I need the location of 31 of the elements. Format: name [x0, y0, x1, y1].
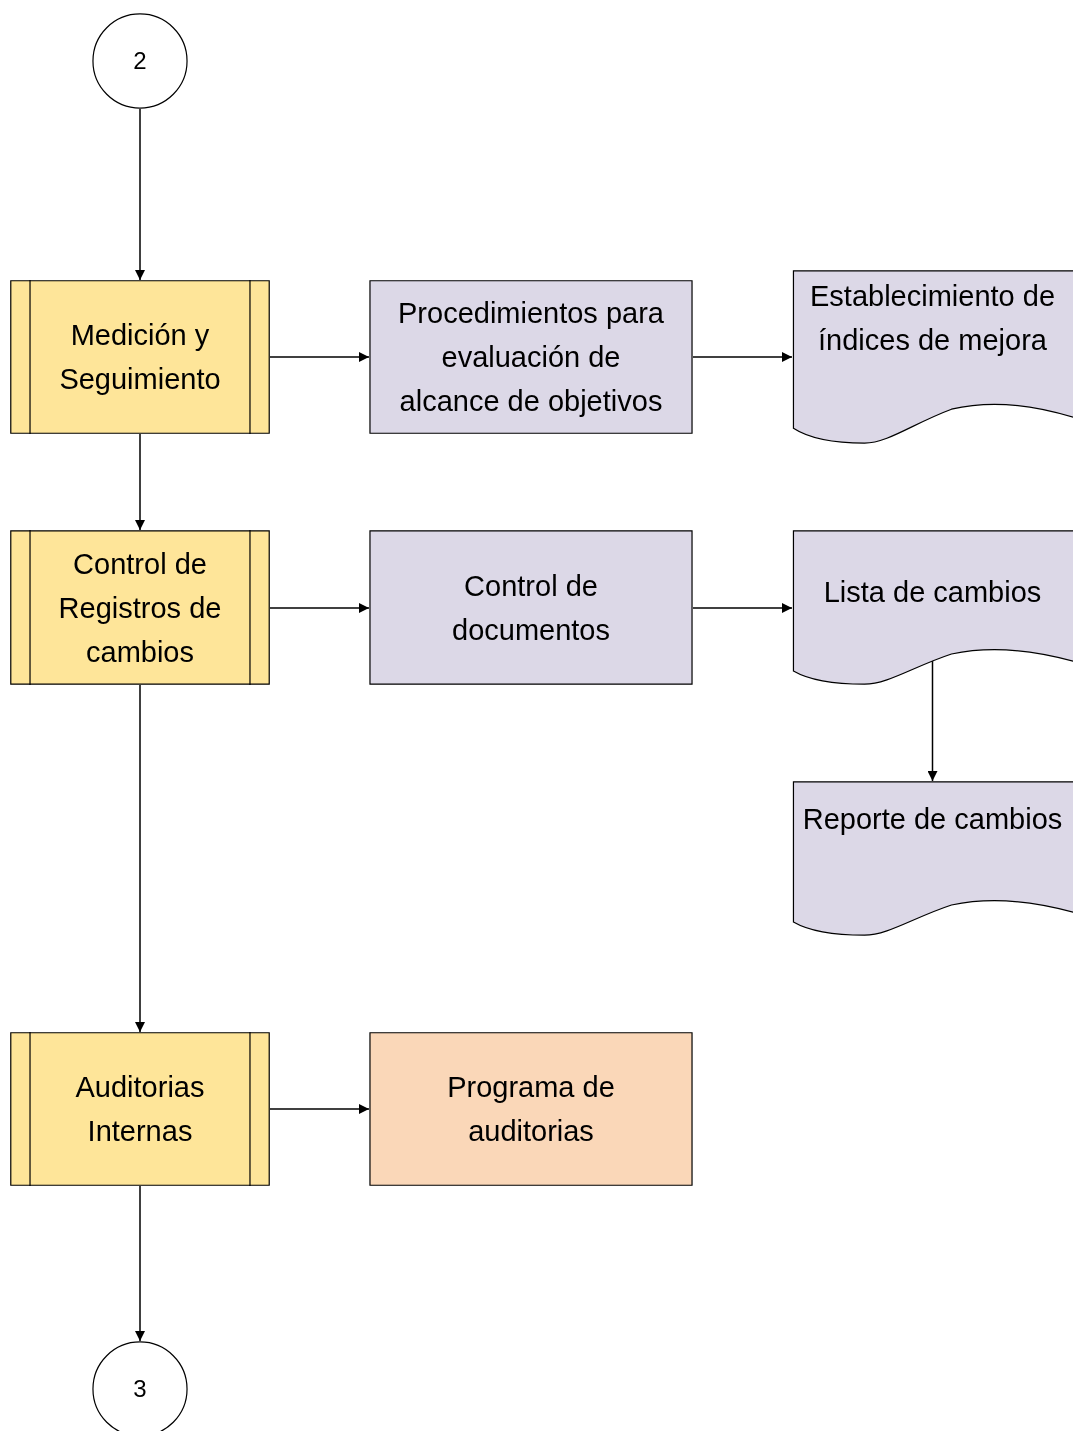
arrow	[135, 433, 145, 531]
document-shape	[792, 270, 1073, 444]
node-label: Control de Registros de cambios	[57, 546, 223, 670]
node-label: Procedimientos para evaluación de alcance de objetivos	[397, 296, 665, 419]
arrow	[135, 1185, 145, 1342]
document-shape	[792, 781, 1073, 936]
process-box	[369, 280, 693, 434]
connector-number: 3	[133, 1374, 147, 1404]
node-label: Establecimiento de índices de mejora	[809, 279, 1056, 358]
arrow	[692, 603, 793, 613]
node-label: Medición y Seguimiento	[58, 318, 222, 397]
process-box	[369, 530, 693, 685]
arrow	[269, 352, 370, 362]
predefined-process-box	[10, 530, 270, 685]
document-shape	[792, 530, 1073, 685]
node-label: Reporte de cambios	[802, 802, 1063, 837]
arrow	[269, 603, 370, 613]
node-label: Control de documentos	[451, 568, 611, 648]
node-label: Programa de auditorias	[446, 1070, 616, 1149]
arrow	[692, 352, 793, 362]
predefined-process-box	[10, 1032, 270, 1186]
arrow	[135, 108, 145, 281]
node-label: Lista de cambios	[823, 575, 1042, 610]
arrow	[135, 684, 145, 1033]
predefined-process-box	[10, 280, 270, 434]
connector-number: 2	[133, 46, 147, 76]
node-label: Auditorias Internas	[74, 1070, 206, 1149]
arrow	[269, 1104, 370, 1114]
connector-circle	[92, 13, 188, 109]
arrow	[927, 659, 938, 782]
process-box	[369, 1032, 693, 1186]
